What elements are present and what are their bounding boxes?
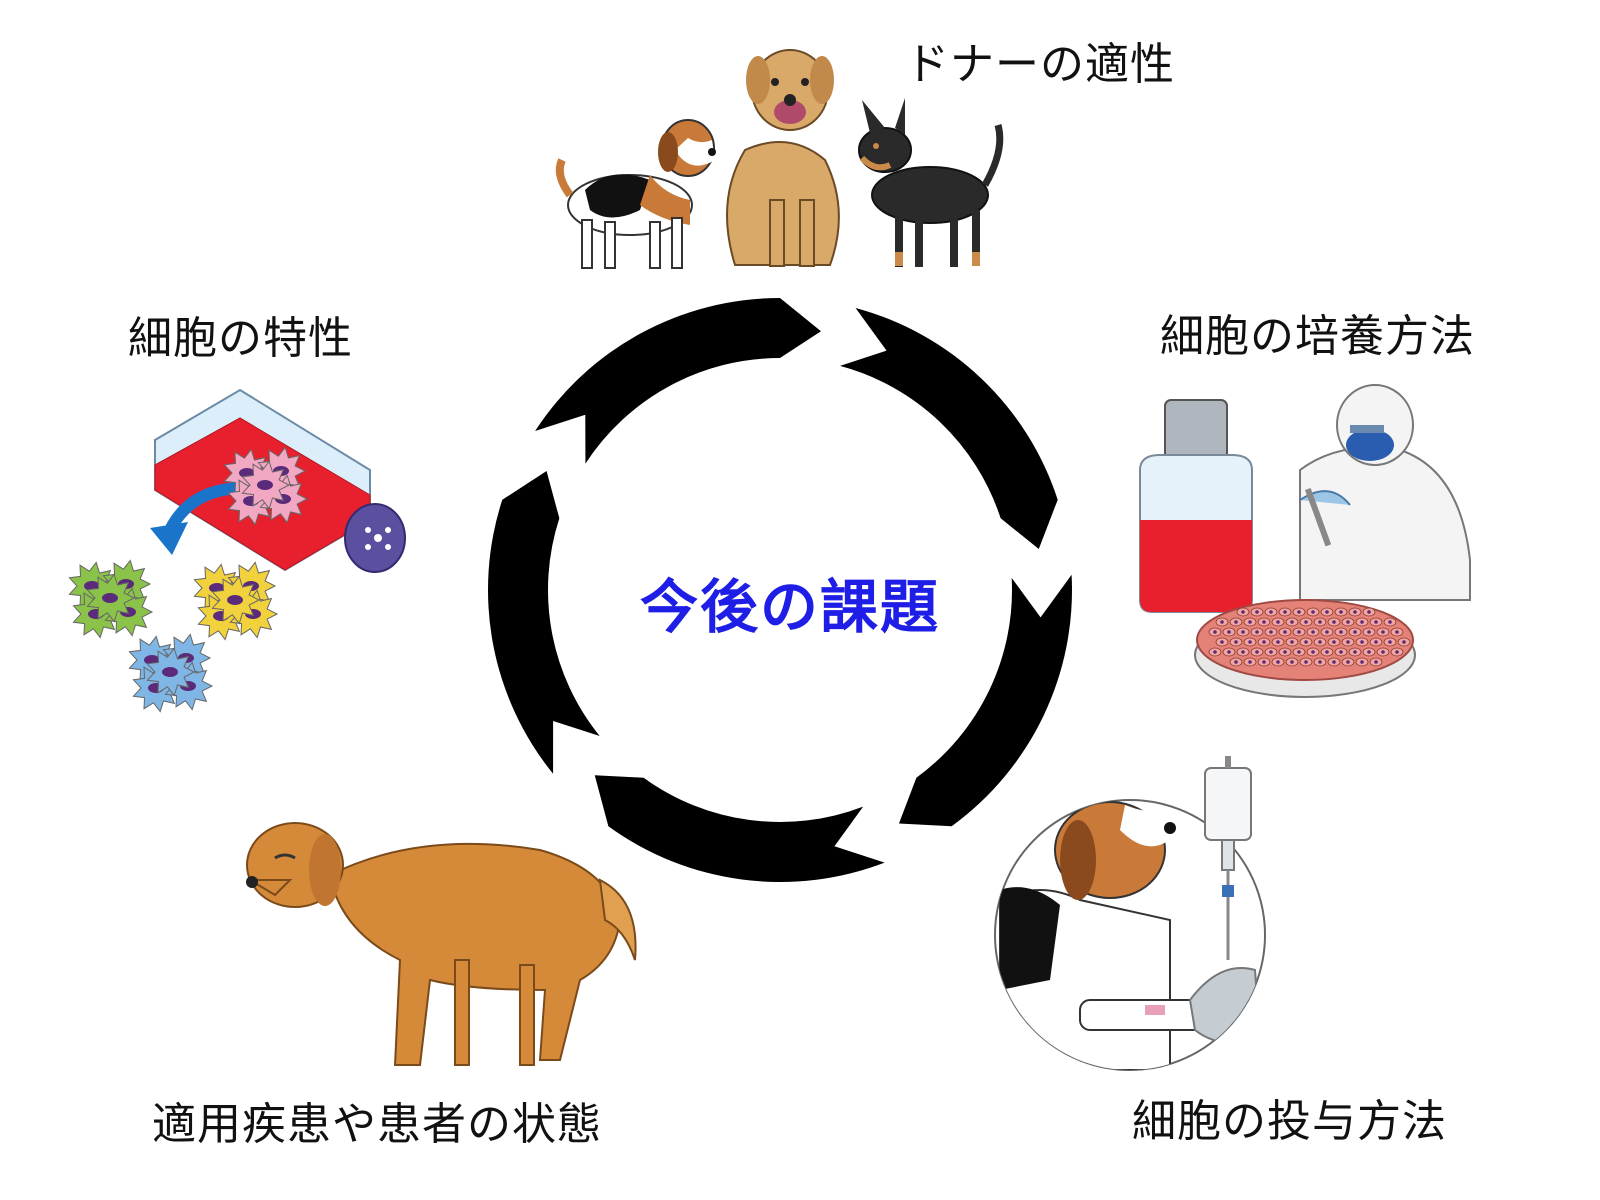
petri-dish-icon <box>1194 599 1416 698</box>
miniature-pinscher-dog-icon <box>858 98 1004 267</box>
cycle-arrow-segment <box>487 471 600 774</box>
golden-retriever-dog-icon <box>246 822 637 1066</box>
label-disease-state: 適用疾患や患者の状態 <box>152 1099 602 1150</box>
cell-culture-illustration <box>1139 384 1471 698</box>
labrador-dog-icon <box>726 49 840 267</box>
scientist-icon <box>1299 384 1471 601</box>
cycle-arrow-segment <box>535 298 821 464</box>
culture-bottle-icon <box>1139 399 1253 613</box>
cell-cluster <box>193 561 279 641</box>
curved-arrow-icon <box>150 482 241 555</box>
cell-administration-illustration <box>994 756 1266 1071</box>
cell-cluster <box>128 633 214 713</box>
cell-cluster <box>223 446 309 526</box>
label-cell-characteristics: 細胞の特性 <box>128 313 353 364</box>
label-culture-method: 細胞の培養方法 <box>1160 311 1475 362</box>
label-donor: ドナーの適性 <box>905 39 1175 90</box>
center-title: 今後の課題 <box>639 573 940 641</box>
cycle-ring <box>487 298 1072 882</box>
cycle-arrow-segment <box>594 775 885 882</box>
beagle-dog-icon <box>555 119 716 269</box>
iv-drip-icon <box>1204 756 1252 960</box>
cell-cluster <box>68 559 154 639</box>
cell-characteristics-illustration <box>68 388 406 713</box>
cycle-arrow-segment <box>898 574 1072 827</box>
donor-dogs-illustration <box>555 49 1004 269</box>
label-administration-method: 細胞の投与方法 <box>1132 1096 1447 1147</box>
cycle-arrow-segment <box>840 307 1058 550</box>
